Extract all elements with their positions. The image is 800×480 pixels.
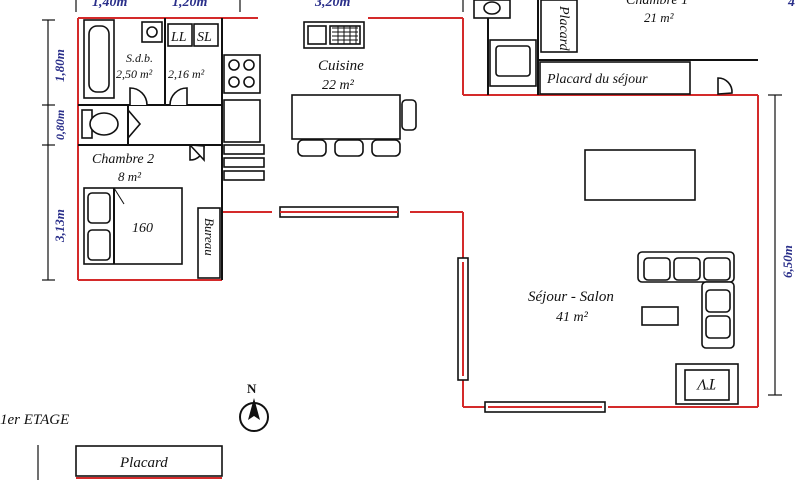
sdb-name: S.d.b. bbox=[126, 51, 153, 65]
bureau-label: Bureau bbox=[202, 218, 217, 256]
wc-area: 2,16 m² bbox=[168, 67, 205, 81]
dim-top-b: 1,20m bbox=[172, 0, 208, 10]
coffee-table bbox=[641, 306, 679, 326]
sejour-area: 41 m² bbox=[556, 310, 589, 325]
placard-top: Placard bbox=[556, 5, 571, 52]
bottom-placard-label: Placard bbox=[119, 455, 168, 471]
cuisine-name: Cuisine bbox=[318, 58, 364, 74]
corridor-door bbox=[127, 107, 142, 141]
dim-left-b: 0,80m bbox=[53, 110, 67, 140]
kitchen-sink bbox=[303, 21, 365, 49]
compass-icon bbox=[239, 398, 269, 432]
cuisine-area: 22 m² bbox=[322, 78, 355, 93]
dim-top-a: 1,40m bbox=[92, 0, 128, 10]
placard-sejour-box bbox=[539, 61, 691, 95]
dryer bbox=[193, 23, 219, 47]
dim-right-a: 6,50m bbox=[780, 245, 795, 278]
dining-table bbox=[584, 149, 696, 201]
windows bbox=[279, 206, 606, 413]
interior-walls bbox=[78, 0, 758, 280]
bottom-placard bbox=[75, 445, 223, 477]
dim-top-right: 4 bbox=[787, 0, 795, 10]
sejour-name: Séjour - Salon bbox=[528, 289, 614, 305]
toilet bbox=[81, 109, 119, 139]
tv-label: TV bbox=[695, 375, 716, 392]
sdb-area: 2,50 m² bbox=[116, 67, 153, 81]
dim-top-c: 3,20m bbox=[314, 0, 351, 10]
floor-label: 1er ETAGE bbox=[0, 412, 69, 428]
desk bbox=[197, 207, 221, 279]
dim-left-a: 1,80m bbox=[52, 49, 67, 82]
chambre2-area: 8 m² bbox=[118, 169, 142, 184]
placard-sejour: Placard du séjour bbox=[546, 72, 648, 87]
dim-left-c: 3,13m bbox=[52, 209, 67, 243]
exterior-walls bbox=[77, 17, 759, 408]
dimension-lines bbox=[42, 0, 782, 396]
bathroom bbox=[83, 19, 163, 99]
sejour-furniture bbox=[584, 149, 739, 405]
chambre1-placard bbox=[540, 0, 578, 53]
wc-door bbox=[169, 87, 188, 106]
stove bbox=[223, 54, 261, 94]
kitchen-island bbox=[291, 94, 417, 157]
kitchen-counters bbox=[223, 54, 265, 181]
bathroom-door bbox=[129, 87, 148, 106]
bed-size: 160 bbox=[132, 221, 153, 236]
laundry-sl: SL bbox=[197, 30, 212, 45]
chambre1-door bbox=[717, 77, 733, 95]
bed bbox=[83, 187, 183, 265]
chambre1-fixtures bbox=[473, 0, 733, 95]
chambre1-name: Chambre 1 bbox=[626, 0, 688, 8]
washing-machine bbox=[167, 23, 193, 47]
compass-north: N bbox=[247, 381, 257, 396]
chambre1-area: 21 m² bbox=[644, 10, 675, 25]
laundry-ll: LL bbox=[170, 30, 187, 45]
chambre2-name: Chambre 2 bbox=[92, 152, 154, 167]
